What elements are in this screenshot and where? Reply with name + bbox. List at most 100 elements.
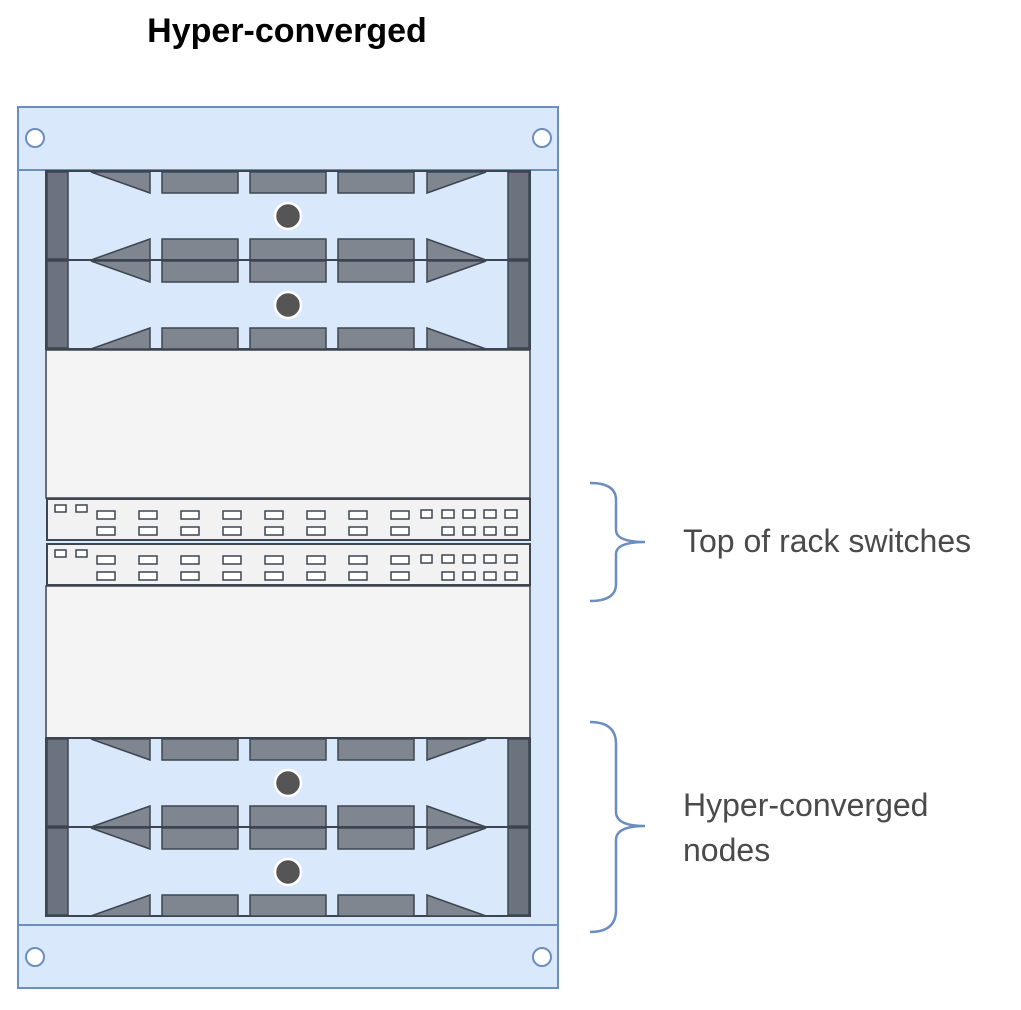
switch-2 [46, 543, 531, 586]
power-button [273, 768, 303, 798]
switch-port [306, 510, 326, 520]
drive-bay [90, 738, 151, 762]
switch-port [462, 509, 476, 519]
switch-port [390, 526, 410, 536]
switch-port [390, 555, 410, 565]
switch-port [222, 526, 242, 536]
drive-bay [426, 827, 487, 851]
drive-bay [337, 238, 415, 261]
switch-port [483, 526, 497, 536]
empty-rack-space [45, 349, 531, 499]
switch-port [306, 555, 326, 565]
switch-port [504, 509, 518, 519]
switch-port [96, 555, 116, 565]
drive-bay [161, 260, 239, 283]
drive-bay [337, 738, 415, 761]
switch-port [264, 526, 284, 536]
drive-bay [161, 805, 239, 828]
switches-brace [589, 481, 646, 603]
drive-bay [161, 738, 239, 761]
switch-port [441, 554, 455, 564]
drive-bay [90, 326, 151, 350]
server-top-2 [45, 259, 531, 350]
nodes-label-line-2: nodes [683, 832, 770, 868]
rack-units [45, 170, 531, 917]
switch-port [441, 526, 455, 536]
rack-screw-hole [532, 947, 552, 967]
drive-bay [426, 260, 487, 284]
switch-port [54, 549, 67, 558]
drive-bay [426, 326, 487, 350]
drive-bay [161, 238, 239, 261]
drive-bay [337, 805, 415, 828]
server-right-handle [507, 827, 530, 916]
switch-port [180, 555, 200, 565]
switch-port [462, 571, 476, 581]
switch-port [264, 571, 284, 581]
drive-bay [337, 327, 415, 350]
switch-chassis [46, 498, 531, 541]
switch-port [504, 554, 518, 564]
power-button [273, 290, 303, 320]
switch-port [138, 555, 158, 565]
switch-port [54, 504, 67, 513]
drive-bay [249, 238, 327, 261]
drive-bay [337, 260, 415, 283]
server-left-handle [46, 171, 69, 260]
drive-bay [90, 827, 151, 851]
switch-port [483, 554, 497, 564]
drive-bay [161, 827, 239, 850]
drive-bay [249, 260, 327, 283]
drive-bay [249, 738, 327, 761]
power-button [273, 201, 303, 231]
switch-port [504, 571, 518, 581]
switch-port [348, 555, 368, 565]
drive-bay [337, 171, 415, 194]
nodes-label: Hyper-converged nodes [683, 787, 937, 868]
switch-port [222, 571, 242, 581]
drive-bay [426, 171, 487, 195]
drive-bay [161, 894, 239, 917]
drive-bay [337, 894, 415, 917]
nodes-brace [589, 720, 646, 934]
nodes-label-line-1: Hyper-converged [683, 787, 928, 823]
switch-port [75, 549, 88, 558]
switch-1 [46, 498, 531, 541]
drive-bay [426, 738, 487, 762]
switch-port [462, 554, 476, 564]
drive-bay [90, 171, 151, 195]
switch-port [75, 504, 88, 513]
server-left-handle [46, 260, 69, 349]
server-top-1 [45, 170, 531, 261]
switch-port [222, 510, 242, 520]
switch-port [180, 510, 200, 520]
drive-bay [249, 805, 327, 828]
switch-port [348, 571, 368, 581]
switch-port [180, 526, 200, 536]
switch-port [462, 526, 476, 536]
switch-port [180, 571, 200, 581]
server-bottom-2 [45, 826, 531, 917]
server-bottom-1 [45, 737, 531, 828]
switch-port [390, 510, 410, 520]
drive-bay [90, 260, 151, 284]
switch-port [306, 526, 326, 536]
switch-port [483, 509, 497, 519]
switch-chassis [46, 543, 531, 586]
server-right-handle [507, 171, 530, 260]
switch-port [264, 510, 284, 520]
server-right-handle [507, 738, 530, 827]
switch-port [138, 526, 158, 536]
rack-screw-hole [25, 947, 45, 967]
switch-port [138, 571, 158, 581]
switch-port [441, 571, 455, 581]
empty-rack-space [45, 585, 531, 740]
power-button [273, 857, 303, 887]
drive-bay [90, 893, 151, 917]
drive-bay [426, 893, 487, 917]
switch-port [138, 510, 158, 520]
switch-port [96, 510, 116, 520]
drive-bay [337, 827, 415, 850]
switch-port [420, 554, 433, 564]
